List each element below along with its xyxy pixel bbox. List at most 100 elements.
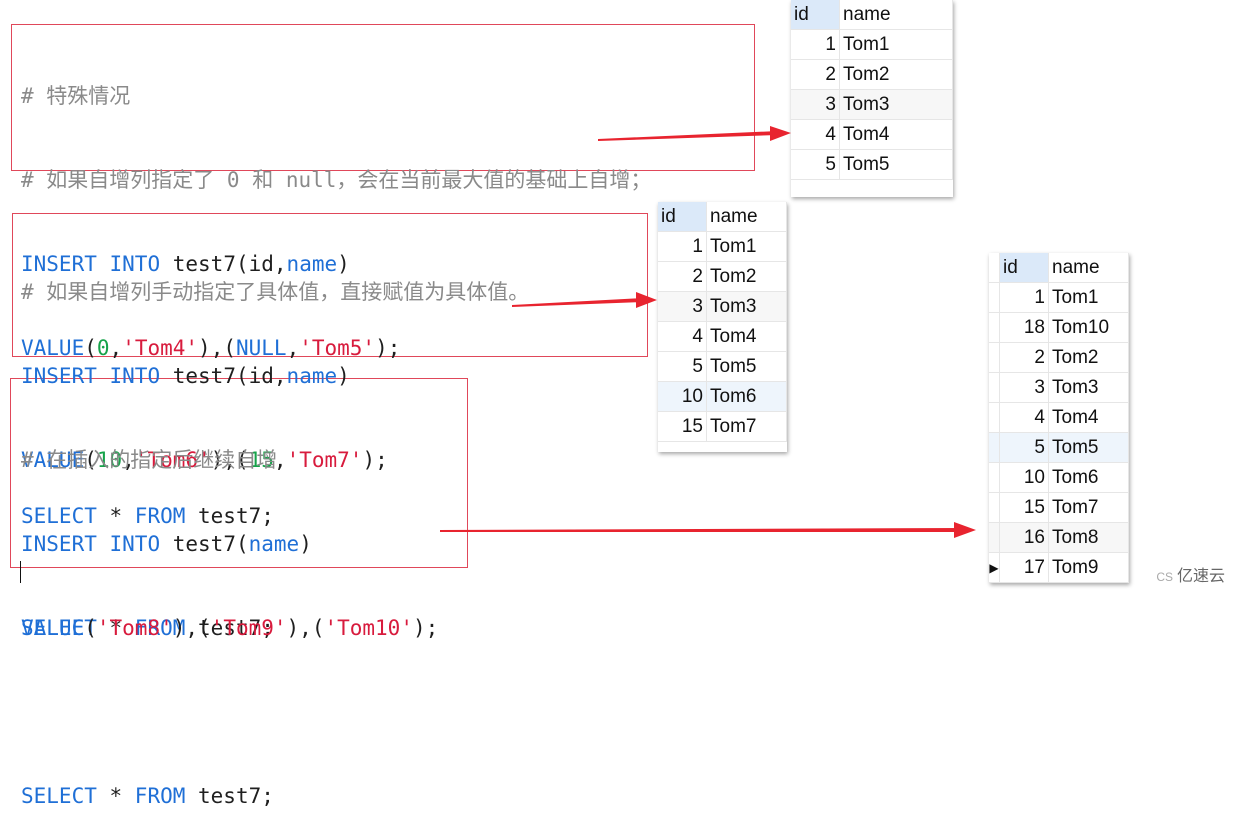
- cell-id[interactable]: 3: [791, 89, 840, 120]
- cell-id[interactable]: 15: [999, 492, 1049, 523]
- cell-id[interactable]: 2: [658, 261, 707, 292]
- cell-name[interactable]: Tom4: [839, 119, 953, 150]
- row-marker-cell: [989, 312, 1000, 343]
- cell-id[interactable]: 5: [658, 351, 707, 382]
- column-header-name[interactable]: name: [706, 202, 787, 232]
- keyword-into: INTO: [109, 252, 161, 276]
- row-marker-cell: [989, 342, 1000, 373]
- paren: ): [337, 364, 350, 388]
- arrow-1: [598, 126, 791, 141]
- cell-name[interactable]: Tom2: [839, 59, 953, 90]
- cell-name[interactable]: Tom5: [1048, 432, 1129, 463]
- column-header-id[interactable]: id: [658, 202, 707, 232]
- cell-name[interactable]: Tom4: [706, 321, 787, 352]
- cell-name[interactable]: Tom5: [706, 351, 787, 382]
- cell-name[interactable]: Tom2: [706, 261, 787, 292]
- string-literal: 'Tom5': [299, 336, 376, 360]
- cell-id[interactable]: 2: [999, 342, 1049, 373]
- cell-id[interactable]: 10: [658, 381, 707, 412]
- cell-name[interactable]: Tom4: [1048, 402, 1129, 433]
- cell-id[interactable]: 1: [999, 282, 1049, 313]
- separator: ),(: [172, 616, 211, 640]
- column-header-name[interactable]: name: [839, 0, 953, 30]
- cell-id[interactable]: 15: [658, 411, 707, 442]
- column-header-id[interactable]: id: [999, 253, 1049, 283]
- cell-name[interactable]: Tom1: [706, 231, 787, 262]
- cell-name[interactable]: Tom1: [839, 29, 953, 60]
- column-header-name[interactable]: name: [1048, 253, 1129, 283]
- number-literal: 10: [96, 448, 123, 472]
- highlight-frame-3: [10, 378, 468, 568]
- cell-id[interactable]: 10: [999, 462, 1049, 493]
- cell-name[interactable]: Tom7: [706, 411, 787, 442]
- cell-id[interactable]: 18: [999, 312, 1049, 343]
- cell-id[interactable]: 17: [999, 552, 1049, 583]
- text-cursor: [20, 561, 21, 583]
- cell-name[interactable]: Tom6: [706, 381, 787, 412]
- table-ref: test7(id,: [172, 252, 287, 276]
- column-name: name: [248, 532, 300, 556]
- cell-id[interactable]: 3: [999, 372, 1049, 403]
- cell-name[interactable]: Tom7: [1048, 492, 1129, 523]
- cell-name[interactable]: Tom1: [1048, 282, 1129, 313]
- cell-id[interactable]: 1: [658, 231, 707, 262]
- column-header-id[interactable]: id: [791, 0, 840, 30]
- keyword-null: NULL: [235, 336, 287, 360]
- cell-name[interactable]: Tom5: [839, 149, 953, 180]
- cell-name[interactable]: Tom2: [1048, 342, 1129, 373]
- cell-name[interactable]: Tom10: [1048, 312, 1129, 343]
- string-literal: 'Tom6': [134, 448, 211, 472]
- cell-id[interactable]: 5: [791, 149, 840, 180]
- number-literal: 0: [96, 336, 110, 360]
- cell-id[interactable]: 4: [658, 321, 707, 352]
- cell-name[interactable]: Tom3: [1048, 372, 1129, 403]
- cell-id[interactable]: 1: [791, 29, 840, 60]
- cell-name[interactable]: Tom9: [1048, 552, 1129, 583]
- cell-id[interactable]: 16: [999, 522, 1049, 553]
- cell-id[interactable]: 5: [999, 432, 1049, 463]
- cell-name[interactable]: Tom6: [1048, 462, 1129, 493]
- cell-id[interactable]: 3: [658, 291, 707, 322]
- cell-name[interactable]: Tom8: [1048, 522, 1129, 553]
- column-name: name: [286, 252, 338, 276]
- cell-id[interactable]: 4: [999, 402, 1049, 433]
- cell-id[interactable]: 4: [791, 119, 840, 150]
- separator: ),(: [210, 448, 249, 472]
- keyword-from: FROM: [134, 784, 186, 808]
- separator: ),(: [286, 616, 325, 640]
- cell-id[interactable]: 2: [791, 59, 840, 90]
- code-block-1[interactable]: # 特殊情况 # 如果自增列指定了 0 和 null，会在当前最大值的基础上自增…: [21, 26, 651, 558]
- watermark-text: 亿速云: [1176, 568, 1225, 585]
- comma: ,: [109, 336, 123, 360]
- cell-name[interactable]: Tom3: [839, 89, 953, 120]
- keyword-insert: INSERT: [21, 532, 97, 556]
- cell-name[interactable]: Tom3: [706, 291, 787, 322]
- annotation-arrows: [440, 126, 976, 538]
